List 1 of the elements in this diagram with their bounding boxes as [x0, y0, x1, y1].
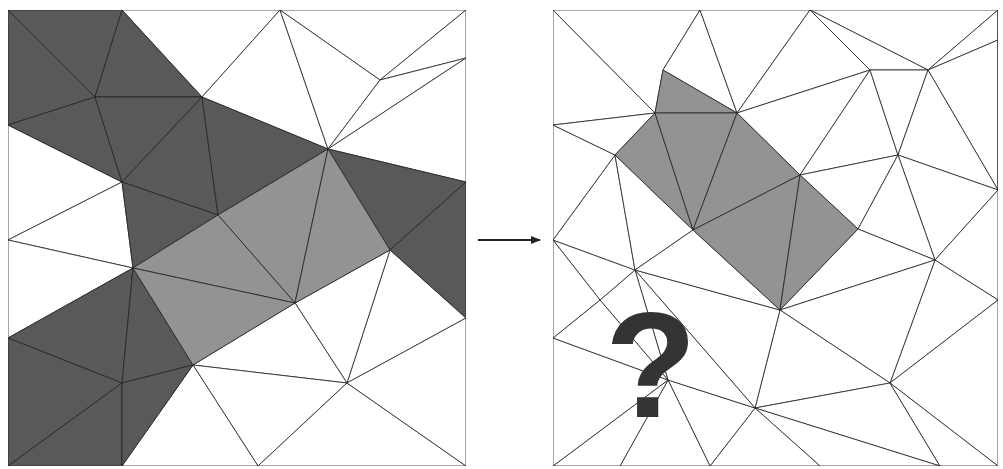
arrow	[477, 236, 541, 244]
